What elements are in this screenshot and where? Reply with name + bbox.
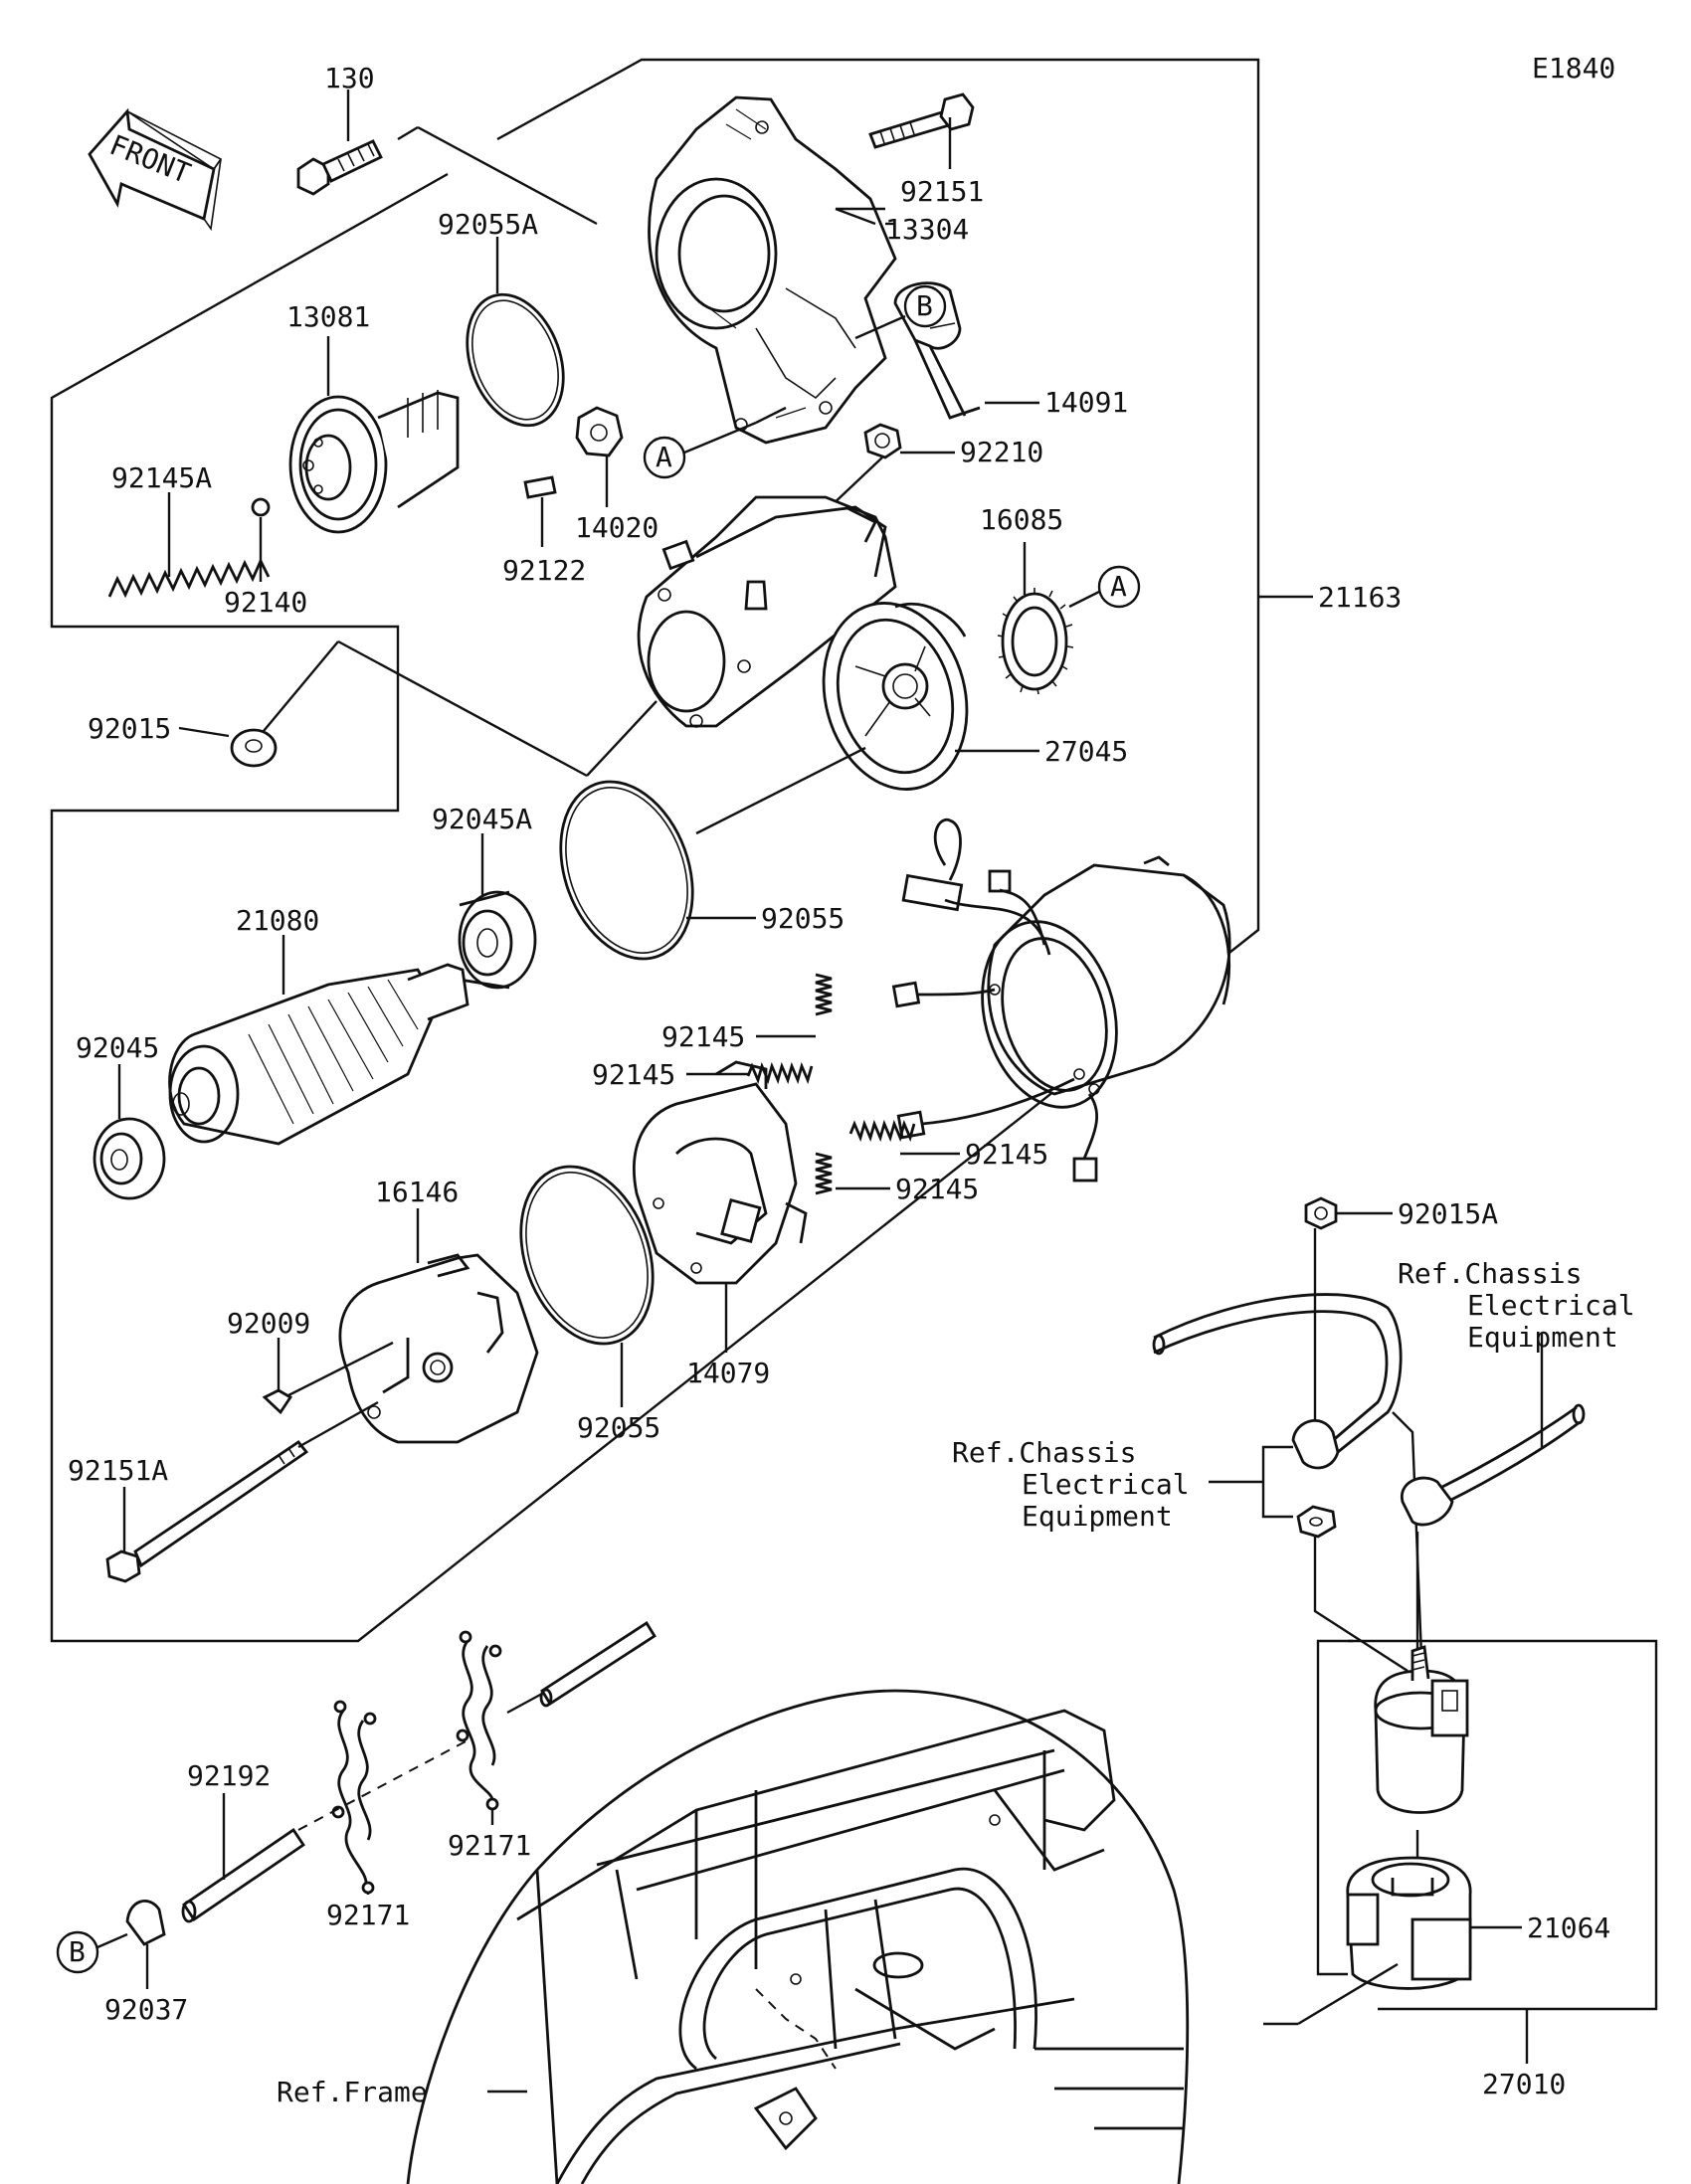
- clip-92171-right: [456, 1630, 502, 1825]
- o-ring-92055-top: [559, 780, 694, 961]
- group-outline-27010-left: [1316, 1639, 1353, 1976]
- ref-chassis-left-line1: Ref.Chassis: [952, 1436, 1136, 1469]
- assembly-line-dashed: [297, 1739, 469, 1831]
- armature-21080: [168, 935, 470, 1146]
- label-92145A: 92145A: [111, 461, 212, 494]
- spring-92145-2: [686, 1061, 814, 1085]
- diagram-code: E1840: [1532, 52, 1615, 85]
- label-21064: 21064: [1527, 1911, 1610, 1944]
- bearing-92045A: [458, 833, 537, 990]
- bolt-92151A: [105, 1400, 379, 1583]
- gear-16085: [997, 542, 1074, 695]
- frame-structure: [406, 1689, 1190, 2184]
- label-92037: 92037: [104, 1993, 188, 2026]
- o-ring-92055A: [466, 292, 565, 428]
- label-16085: 16085: [980, 503, 1063, 536]
- label-92171-left: 92171: [326, 1899, 410, 1931]
- label-92151: 92151: [900, 175, 984, 208]
- spring-92145-3: [848, 1119, 960, 1156]
- starter-clutch-13081: [288, 336, 460, 534]
- housing-13304: [648, 95, 897, 445]
- ref-bracket-chassis: [1209, 1445, 1293, 1519]
- label-92015A: 92015A: [1398, 1197, 1498, 1230]
- yoke-assembly: [891, 818, 1231, 1183]
- label-92055-top: 92055: [761, 902, 845, 935]
- spring-92145-4: [815, 1152, 890, 1195]
- ball-92140: [251, 497, 271, 517]
- label-92151A: 92151A: [68, 1454, 168, 1487]
- label-92210: 92210: [960, 436, 1043, 468]
- label-92140: 92140: [224, 586, 307, 619]
- label-92145-4: 92145: [895, 1173, 979, 1205]
- spring-92145-1: [756, 973, 833, 1038]
- coupling-14020: [575, 406, 624, 507]
- label-92145-3: 92145: [965, 1138, 1048, 1171]
- bolt-130: [296, 90, 383, 196]
- ref-chassis-right-line1: Ref.Chassis: [1398, 1257, 1582, 1290]
- bolt-92151: [868, 92, 975, 169]
- callout-B-lower: [56, 1930, 99, 1974]
- label-92171-right: 92171: [448, 1829, 531, 1862]
- callout-A-upper: [643, 436, 686, 479]
- label-92015: 92015: [88, 712, 171, 745]
- pin-92122: [523, 475, 557, 547]
- ref-chassis-right-line3: Equipment: [1467, 1321, 1618, 1354]
- label-14020: 14020: [575, 511, 658, 544]
- label-13304: 13304: [885, 213, 969, 246]
- label-92192: 92192: [187, 1759, 271, 1792]
- screw-92009: [262, 1338, 394, 1415]
- label-16146: 16146: [375, 1176, 459, 1208]
- label-92045: 92045: [76, 1031, 159, 1064]
- ref-chassis-left-line2: Electrical: [1022, 1468, 1190, 1501]
- group-outline-27010: [1348, 1639, 1658, 2011]
- o-ring-92055-bottom: [519, 1165, 655, 1346]
- label-92045A: 92045A: [432, 803, 532, 835]
- label-13081: 13081: [286, 300, 370, 333]
- ref-chassis-left-line3: Equipment: [1022, 1500, 1173, 1533]
- callout-A-upper-label: A: [656, 441, 672, 473]
- starter-body: [637, 495, 897, 728]
- pin-92192-upper: [539, 1621, 657, 1708]
- callout-B-upper: [903, 284, 947, 328]
- label-92145-2: 92145: [592, 1058, 675, 1091]
- label-27045: 27045: [1044, 735, 1128, 768]
- label-92055-bottom: 92055: [577, 1411, 660, 1444]
- brush-holder-14079: [633, 1060, 808, 1353]
- front-arrow-icon: FRONT: [88, 107, 223, 232]
- label-21080: 21080: [236, 904, 319, 937]
- label-92009: 92009: [227, 1307, 310, 1340]
- starter-relay-21064: [1263, 1645, 1522, 2026]
- bearing-92045: [93, 1064, 166, 1200]
- callout-B-lower-label: B: [69, 1935, 86, 1968]
- label-130: 130: [324, 62, 375, 94]
- ref-frame: Ref.Frame: [277, 2076, 428, 2108]
- group-outline-21163: [50, 58, 1260, 1643]
- label-27010: 27010: [1482, 2068, 1566, 2100]
- ref-chassis-right-line2: Electrical: [1467, 1289, 1635, 1322]
- label-92055A: 92055A: [438, 208, 538, 241]
- label-92145-1: 92145: [661, 1020, 745, 1053]
- clip-92171-left: [331, 1700, 377, 1895]
- cable-assembly-right: [1152, 1196, 1586, 1682]
- callout-A-right-label: A: [1110, 570, 1127, 603]
- clamp-92037: [125, 1900, 166, 1989]
- spring-92145A: [107, 492, 271, 599]
- callout-B-upper-label: B: [916, 289, 933, 322]
- tube-92192: [181, 1793, 305, 1923]
- label-14079: 14079: [686, 1357, 770, 1389]
- label-92122: 92122: [502, 554, 586, 587]
- label-14091: 14091: [1044, 386, 1128, 419]
- housing-27045: [822, 602, 1039, 791]
- callout-A-right: [1097, 565, 1141, 609]
- label-21163: 21163: [1318, 581, 1402, 614]
- washer-92015: [178, 639, 658, 778]
